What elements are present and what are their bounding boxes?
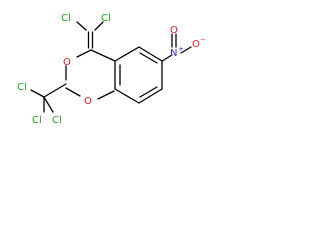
atom-cl3-c: Cl (52, 115, 62, 126)
structure-diagram: Cl Cl O O Cl Cl Cl N + O O − (17, 13, 206, 126)
bond-ccl3-cl-c (43, 96, 54, 113)
bond-inner-c7-c8 (139, 86, 158, 98)
atom-nitro-n: N (170, 48, 177, 59)
bond-c2-ccl3 (43, 83, 67, 98)
bond-n-o-right (180, 46, 192, 54)
atom-nitro-o-right: O (192, 39, 200, 50)
bond-c4-c4a (90, 49, 116, 62)
bonds (30, 21, 192, 113)
atom-labels: Cl Cl O O Cl Cl Cl N + O O − (17, 13, 206, 126)
bond-c6-n (161, 54, 173, 62)
atom-cl3-a: Cl (17, 82, 27, 93)
bond-ccl3-cl-a (30, 89, 45, 98)
bond-inner-c5-c6 (139, 52, 158, 64)
atom-nitro-minus: − (200, 36, 206, 44)
bond-c8-c8a (114, 88, 140, 104)
atom-cl-right: Cl (101, 13, 111, 24)
bond-cl-right (94, 21, 104, 31)
molecule-structure: Cl Cl O O Cl Cl Cl N + O O − (0, 0, 217, 142)
bond-c5-c6 (138, 46, 163, 62)
atom-nitro-plus: + (178, 45, 184, 53)
atom-o-ring-top: O (63, 57, 71, 68)
bond-c4a-c5 (114, 46, 140, 62)
bond-c2-o1 (65, 87, 81, 97)
atom-cl-left: Cl (61, 13, 71, 24)
bond-c4-o3 (76, 49, 92, 58)
bond-o1-c8a (97, 90, 115, 100)
atom-o-ring-bottom: O (84, 96, 92, 107)
atom-nitro-o-top: O (170, 25, 178, 36)
bond-c7-c8 (138, 88, 163, 104)
bond-cl-left (76, 21, 87, 31)
atom-cl3-b: Cl (32, 115, 42, 126)
